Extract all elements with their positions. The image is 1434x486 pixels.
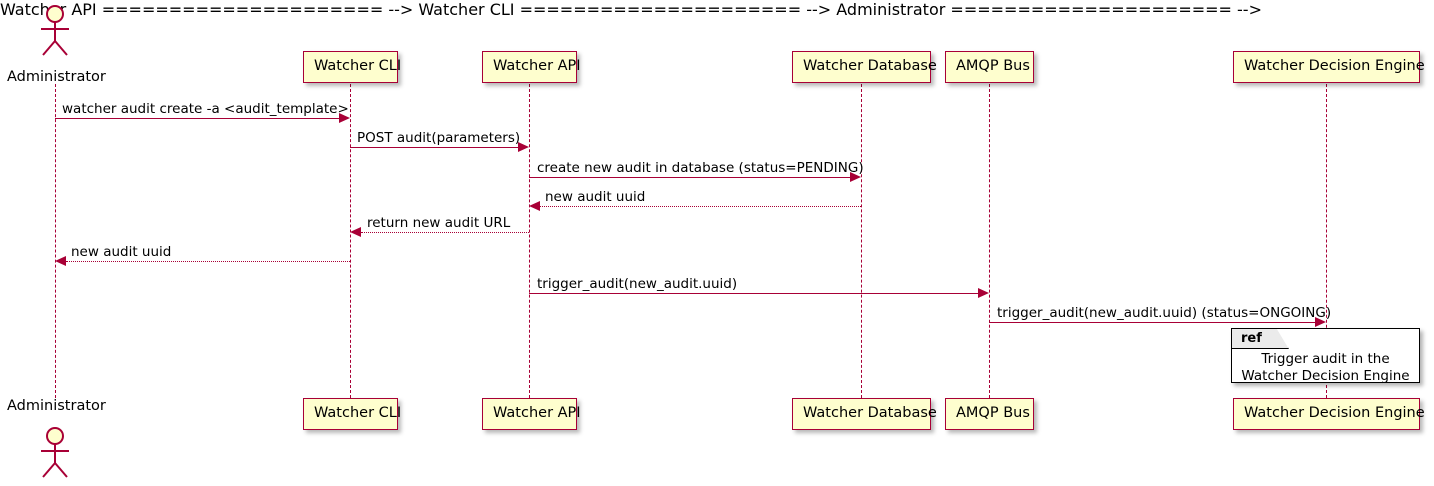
participant-watcher-api-bottom[interactable]: Watcher API: [482, 398, 581, 430]
ref-fragment-body: Trigger audit in the Watcher Decision En…: [1232, 351, 1419, 385]
message-label-trigger-audit: trigger_audit(new_audit.uuid): [537, 276, 738, 292]
lifeline-watcher-database: [861, 84, 862, 398]
lifeline-amqp-bus: [989, 84, 990, 398]
arrowhead-return-new-audit-url: [350, 227, 361, 237]
participant-watcher-api-top[interactable]: Watcher API: [482, 51, 581, 83]
message-label-return-new-audit-url: return new audit URL: [367, 215, 511, 231]
arrowhead-watcher-audit-create: [339, 113, 350, 123]
arrowhead-new-audit-uuid-db: [529, 201, 540, 211]
message-label-post-audit: POST audit(parameters): [357, 130, 521, 146]
participant-amqp-bus-top[interactable]: AMQP Bus: [945, 51, 1034, 83]
message-line-return-new-audit-url: [361, 232, 529, 233]
avatar-administrator-top[interactable]: [29, 2, 81, 58]
participant-watcher-cli-bottom[interactable]: Watcher CLI: [303, 398, 401, 430]
message-line-new-audit-uuid-cli: [66, 261, 350, 262]
actor-icon: [41, 427, 69, 478]
message-label-new-audit-uuid-cli: new audit uuid: [71, 244, 172, 260]
ref-fragment-line-1: Trigger audit in the: [1261, 351, 1390, 367]
arrowhead-trigger-audit: [978, 288, 989, 298]
message-line-post-audit: [350, 147, 519, 148]
lifeline-watcher-decision-engine: [1326, 84, 1327, 398]
ref-fragment-line-2: Watcher Decision Engine: [1241, 368, 1410, 384]
message-line-create-new-audit: [529, 177, 851, 178]
participant-amqp-bus-bottom[interactable]: AMQP Bus: [945, 398, 1034, 430]
ref-fragment-trigger-audit[interactable]: ref Trigger audit in the Watcher Decisio…: [1231, 328, 1420, 385]
participant-watcher-decision-engine-bottom[interactable]: Watcher Decision Engine: [1233, 398, 1425, 430]
lifeline-watcher-cli: [350, 84, 351, 398]
arrowhead-post-audit: [518, 142, 529, 152]
lifeline-administrator: [55, 84, 56, 398]
participant-watcher-database-bottom[interactable]: Watcher Database: [792, 398, 937, 430]
participant-watcher-decision-engine-top[interactable]: Watcher Decision Engine: [1233, 51, 1425, 83]
message-line-trigger-audit: [529, 293, 979, 294]
actor-label-administrator-bottom: Administrator: [7, 398, 106, 414]
avatar-administrator-bottom[interactable]: [29, 424, 81, 480]
lifeline-watcher-api: [529, 84, 530, 398]
actor-label-administrator-top: Administrator: [7, 69, 106, 85]
message-line-new-audit-uuid-db: [540, 206, 861, 207]
arrowhead-trigger-audit-ongoing: [1315, 317, 1326, 327]
arrowhead-create-new-audit: [850, 172, 861, 182]
message-label-trigger-audit-ongoing: trigger_audit(new_audit.uuid) (status=ON…: [997, 305, 1332, 321]
message-label-new-audit-uuid-db: new audit uuid: [545, 189, 646, 205]
message-label-create-new-audit: create new audit in database (status=PEN…: [537, 160, 864, 176]
participant-watcher-cli-top[interactable]: Watcher CLI: [303, 51, 401, 83]
actor-icon: [41, 5, 69, 56]
participant-watcher-database-top[interactable]: Watcher Database: [792, 51, 937, 83]
arrowhead-new-audit-uuid-cli: [55, 256, 66, 266]
ref-fragment-tab-label: ref: [1232, 329, 1289, 349]
message-line-watcher-audit-create: [55, 118, 340, 119]
message-line-trigger-audit-ongoing: [989, 322, 1316, 323]
message-label-watcher-audit-create: watcher audit create -a <audit_template>: [62, 101, 349, 117]
